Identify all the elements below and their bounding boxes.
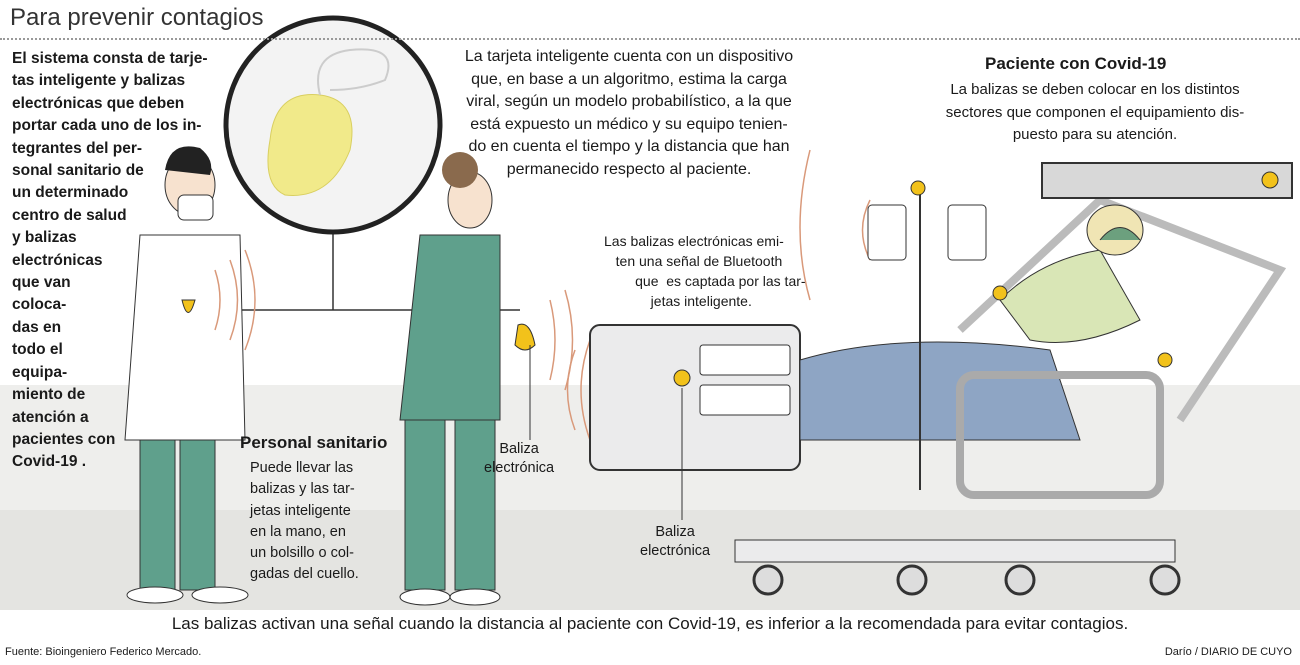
- text-line: jetas inteligente.: [604, 293, 752, 309]
- text-line: tas inteligente y balizas: [12, 72, 186, 90]
- text-line: que van: [12, 274, 71, 292]
- text-line: La tarjeta inteligente cuenta con un dis…: [464, 48, 794, 65]
- doctor-figure: [124, 146, 249, 604]
- text-line: un determinado: [12, 184, 129, 202]
- staff-description: Puede llevar las balizas y las tar- jeta…: [250, 458, 359, 586]
- bottom-note: Las balizas activan una señal cuando la …: [171, 614, 1129, 633]
- text-line: todo el: [12, 341, 63, 359]
- text-line: El sistema consta de tarje-: [12, 50, 208, 67]
- iv-stand: [867, 180, 987, 490]
- nurse-figure: [399, 152, 536, 606]
- smart-card-description: La tarjeta inteligente cuenta con un dis…: [424, 46, 834, 181]
- gas-panel: [992, 162, 1293, 368]
- text-line: equipa-: [12, 363, 68, 381]
- text-line: miento de: [12, 386, 86, 404]
- text-line: pacientes con: [12, 430, 116, 448]
- beacon-label-hand: Baliza electrónica: [484, 440, 554, 478]
- staff-heading: Personal sanitario: [240, 433, 388, 452]
- hospital-bed: [589, 195, 1287, 596]
- text-line: electrónica: [484, 460, 555, 476]
- text-line: viral, según un modelo probabilístico, a…: [466, 93, 792, 110]
- credit: Darío / DIARIO DE CUYO: [1164, 646, 1292, 658]
- text-line: está expuesto un médico y su equipo teni…: [470, 115, 788, 133]
- text-line: permanecido respecto al paciente.: [506, 160, 752, 178]
- text-line: tegrantes del per-: [12, 139, 143, 157]
- patient-description: La balizas se deben colocar en los disti…: [905, 79, 1285, 147]
- smart-card-icon: [267, 94, 353, 196]
- text-line: que es captada por las tar-: [604, 273, 806, 289]
- source: Fuente: Bioingeniero Federico Mercado.: [5, 646, 202, 658]
- text-line: puesto para su atención.: [1012, 126, 1178, 143]
- text-line: que, en base a un algoritmo, estima la c…: [471, 70, 787, 88]
- beacon-description: Las balizas electrónicas emi- ten una se…: [604, 231, 806, 311]
- text-line: electrónicas que deben: [12, 94, 185, 112]
- text-line: electrónicas: [12, 251, 103, 269]
- text-line: do en cuenta el tiempo y la distancia qu…: [468, 138, 790, 155]
- title-divider: [0, 38, 1300, 40]
- text-line: Las balizas electrónicas emi-: [604, 233, 784, 249]
- text-line: jetas inteligente: [250, 502, 351, 519]
- text-line: atención a: [12, 408, 89, 426]
- text-line: en la mano, en: [250, 523, 346, 540]
- beacon-label-bed: Baliza electrónica: [640, 523, 710, 561]
- text-line: Puede llevar las: [250, 460, 354, 476]
- text-line: coloca-: [12, 296, 67, 314]
- text-line: centro de salud: [12, 206, 127, 224]
- page-title: Para prevenir contagios: [10, 4, 264, 31]
- text-line: sectores que componen el equipamiento di…: [945, 103, 1245, 121]
- text-line: das en: [12, 318, 62, 336]
- text-line: un bolsillo o col-: [250, 545, 354, 562]
- text-line: gadas del cuello.: [250, 566, 359, 583]
- text-line: Baliza: [499, 441, 539, 457]
- text-line: portar cada uno de los in-: [12, 117, 202, 135]
- text-line: Covid-19 .: [12, 453, 87, 471]
- patient-figure: [999, 204, 1144, 343]
- text-line: electrónica: [640, 543, 711, 559]
- text-line: sonal sanitario de: [12, 162, 144, 180]
- text-line: y balizas: [12, 229, 77, 247]
- beacon-icon: [673, 369, 691, 387]
- text-line: La balizas se deben colocar en los disti…: [950, 81, 1240, 98]
- intro-text: El sistema consta de tarje- tas intelige…: [12, 48, 208, 474]
- text-line: Baliza: [655, 524, 695, 540]
- text-line: ten una señal de Bluetooth: [604, 253, 783, 269]
- text-line: balizas y las tar-: [250, 481, 355, 498]
- patient-heading: Paciente con Covid-19: [985, 54, 1167, 73]
